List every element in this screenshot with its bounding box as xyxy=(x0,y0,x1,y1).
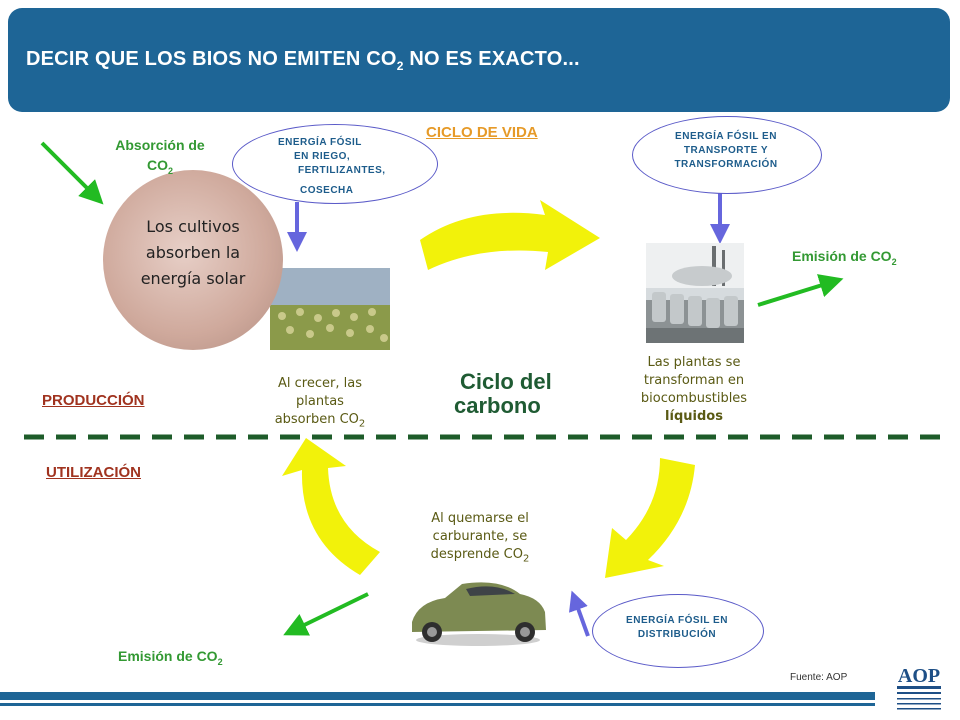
source-label: Fuente: AOP xyxy=(790,672,848,683)
cycle-arrow-left xyxy=(282,438,380,575)
car-image xyxy=(412,582,546,646)
emission-label-bottom: Emisión de CO2 xyxy=(118,648,223,667)
usage-label: UTILIZACIÓN xyxy=(46,464,141,481)
energy-distribution-ellipse xyxy=(592,594,764,668)
life-cycle-label: CICLO DE VIDA xyxy=(426,124,538,141)
footer-bar xyxy=(0,692,875,700)
production-label: PRODUCCIÓN xyxy=(42,392,145,409)
crop-field-image xyxy=(270,268,390,350)
green-arrow-absorption xyxy=(40,141,104,205)
energy-irrigation-ellipse xyxy=(232,124,438,204)
cycle-arrow-right xyxy=(605,458,695,578)
green-arrow-emission-top xyxy=(757,274,844,307)
sun-circle xyxy=(103,170,283,350)
emission-label-top: Emisión de CO2 xyxy=(792,248,897,267)
aop-logo-text: AOP xyxy=(898,665,940,687)
blue-arrow-distribucion xyxy=(568,590,590,637)
carbon-cycle-title: Ciclo del carbono xyxy=(454,369,552,418)
cycle-arrow-top xyxy=(420,200,600,270)
green-arrow-emission-bottom xyxy=(283,592,369,636)
title-banner xyxy=(8,8,950,112)
aop-logo: AOP xyxy=(889,662,949,716)
page-title: DECIR QUE LOS BIOS NO EMITEN CO2 NO ES E… xyxy=(26,48,580,73)
energy-irrigation-text: ENERGÍA FÓSIL EN RIEGO, FERTILIZANTES, C… xyxy=(278,137,386,196)
energy-transport-ellipse xyxy=(632,116,822,194)
absorption-label: Absorción de CO2 xyxy=(115,137,205,176)
footer-bar-thin xyxy=(0,703,875,706)
refinery-image xyxy=(646,243,744,343)
